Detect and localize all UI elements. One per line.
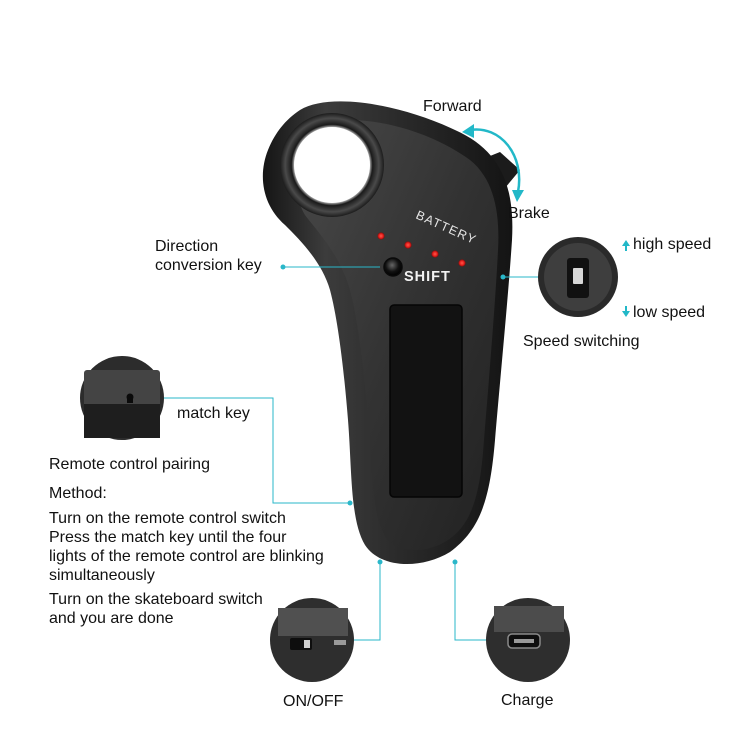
direction-key-label-line2: conversion key — [155, 257, 262, 274]
ring-hole — [294, 127, 370, 203]
forward-label: Forward — [423, 98, 482, 115]
battery-lights — [377, 232, 466, 267]
remote-pairing-label: Remote control pairing — [49, 456, 210, 473]
shift-button[interactable] — [383, 257, 403, 277]
direction-key-label-line1: Direction — [155, 238, 219, 255]
high-speed-arrow-icon — [622, 240, 630, 251]
on-off-label: ON/OFF — [283, 693, 344, 710]
skateboard-step: Turn on the skateboard switch — [49, 591, 263, 608]
leader-lines — [160, 266, 538, 641]
forward-arrowhead — [462, 124, 474, 138]
method-title: Method: — [49, 485, 107, 502]
speed-switch-detail — [538, 237, 618, 317]
shift-text: SHIFT — [404, 269, 451, 285]
brake-label: Brake — [508, 205, 550, 222]
low-speed-arrow-icon — [622, 306, 630, 317]
high-speed-label: high speed — [633, 236, 712, 253]
charge-label: Charge — [501, 692, 554, 709]
method-step: Press the match key until the four — [49, 529, 287, 546]
method-step: simultaneously — [49, 567, 155, 584]
speed-switching-label: Speed switching — [523, 333, 640, 350]
low-speed-label: low speed — [633, 304, 706, 321]
display-panel — [389, 304, 463, 498]
forward-brake-arrow — [469, 128, 521, 193]
brake-arrowhead — [512, 190, 524, 202]
skateboard-steps: Turn on the skateboard switch and you ar… — [49, 590, 263, 628]
method-step: lights of the remote control are blinkin… — [49, 548, 324, 565]
leader-dots — [280, 264, 506, 565]
match-key-label: match key — [177, 405, 250, 422]
charge-port-detail — [486, 598, 570, 682]
battery-light — [404, 241, 412, 249]
onoff-leader — [350, 562, 381, 641]
match-key-detail — [80, 356, 164, 440]
battery-light — [431, 250, 439, 258]
charge-leader — [454, 562, 486, 641]
method-step: Turn on the remote control switch — [49, 510, 286, 527]
battery-light — [377, 232, 385, 240]
method-steps: Turn on the remote control switch Press … — [49, 509, 324, 585]
battery-light — [458, 259, 466, 267]
on-off-detail — [270, 598, 354, 682]
skateboard-step: and you are done — [49, 610, 174, 627]
match-leader — [160, 397, 350, 504]
